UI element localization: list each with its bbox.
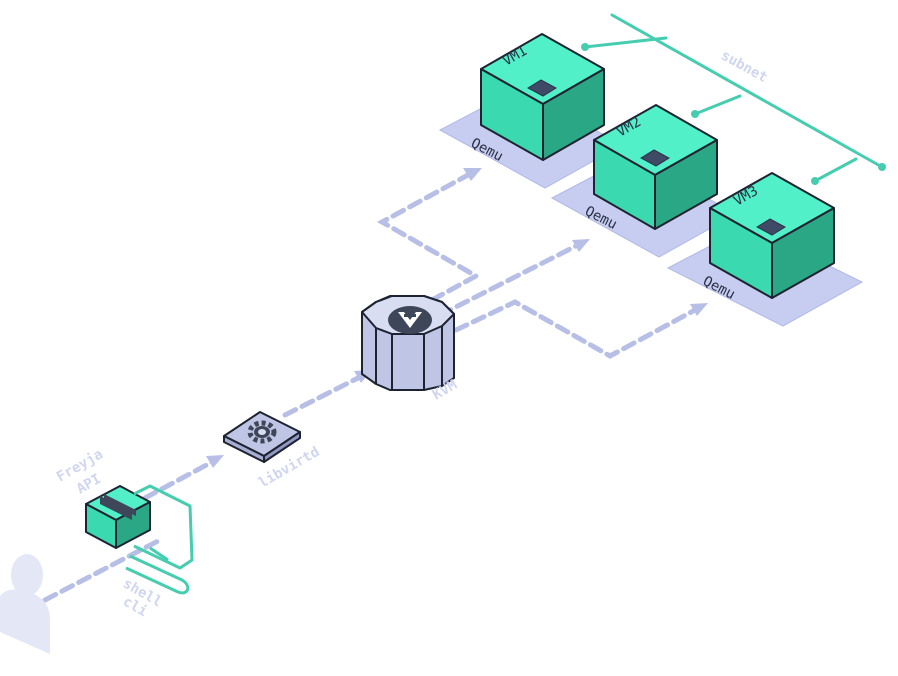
- vm2-cube: VM2: [593, 104, 718, 230]
- chip-icon: [755, 218, 787, 236]
- chip-icon: [639, 149, 671, 167]
- package-icon: [85, 485, 151, 549]
- user-icon: [0, 554, 50, 654]
- chip-icon: [526, 79, 558, 97]
- kvm-node: KVM: [361, 295, 460, 403]
- vm3-cube: VM3: [709, 172, 835, 299]
- freyja-api-node: Freyja API: [54, 446, 151, 549]
- libvirtd-node: libvirtd: [223, 411, 322, 491]
- shell-icon: [125, 484, 194, 595]
- kvm-logo-icon: [388, 306, 432, 334]
- vm1-cube: VM1: [480, 33, 605, 161]
- gear-icon: [247, 420, 277, 444]
